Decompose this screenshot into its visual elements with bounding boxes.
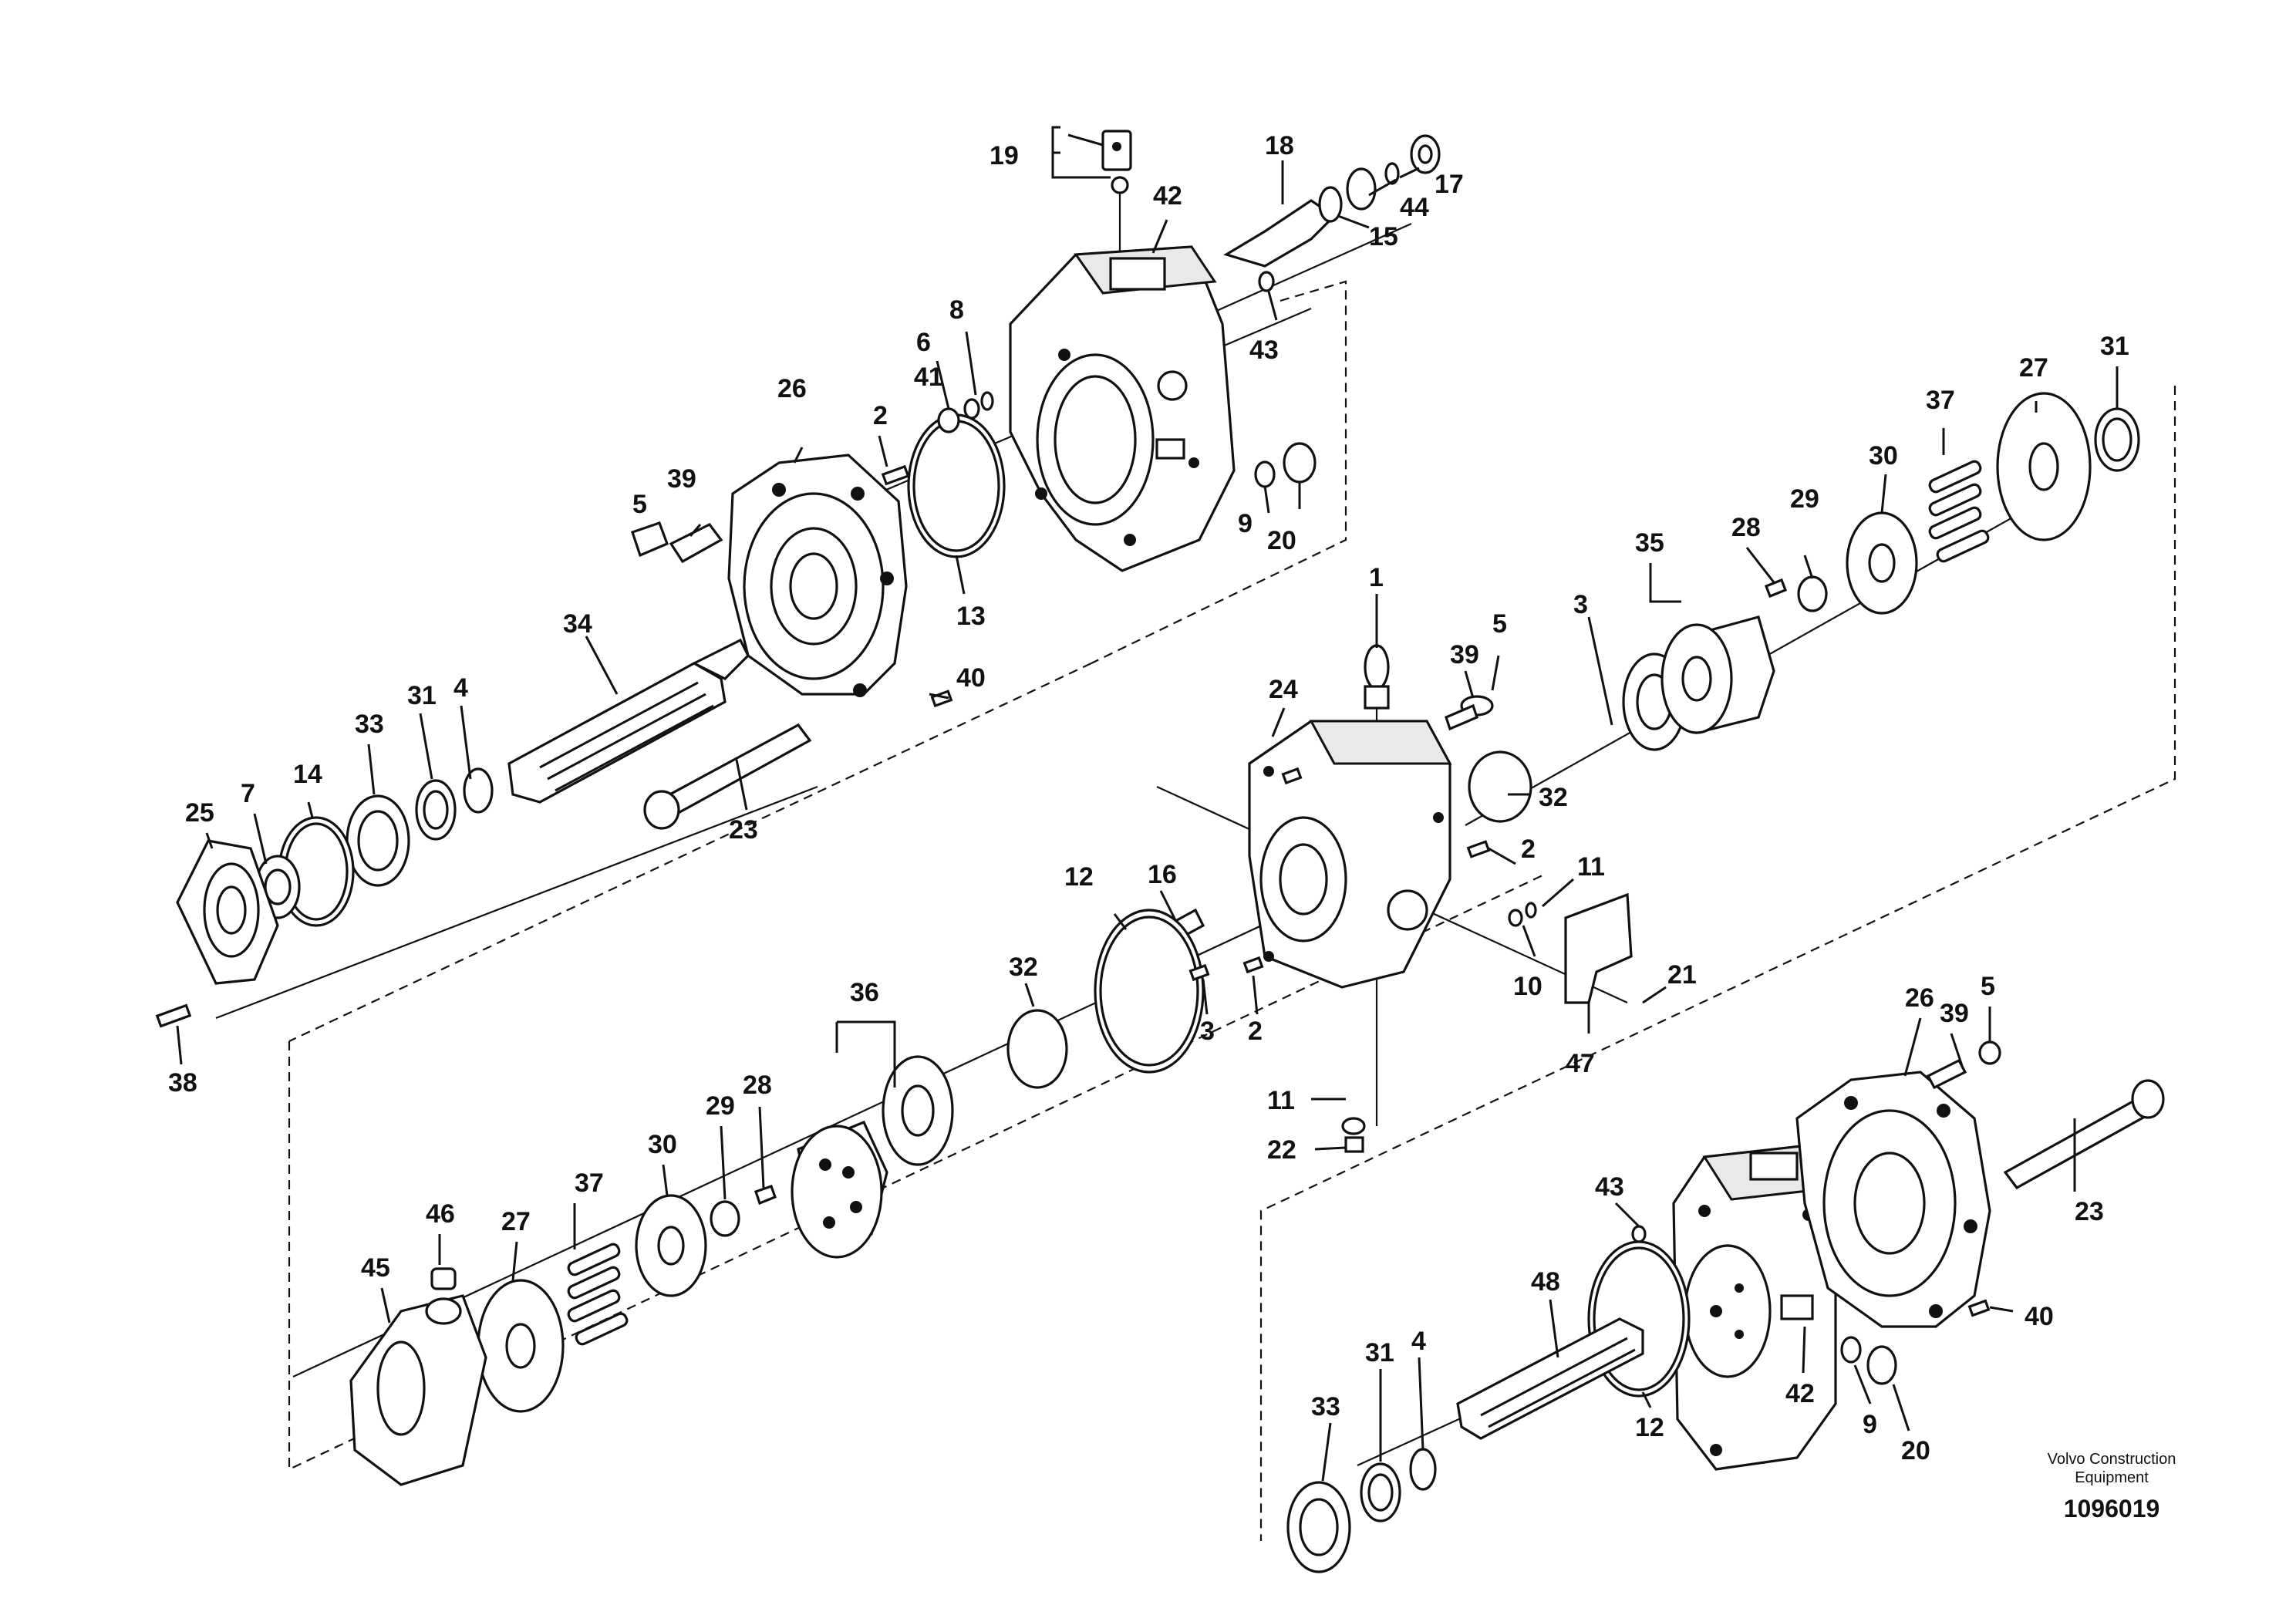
callout-36: 36 [850, 978, 879, 1007]
callout-23: 23 [2075, 1197, 2104, 1226]
regulator-parts [1067, 130, 1441, 268]
callout-43: 43 [1249, 336, 1279, 365]
group-boundary-upper [288, 280, 1347, 1042]
callout-16: 16 [1148, 860, 1177, 889]
callout-labels: 19 18 17 44 15 42 8 6 41 43 26 2 5 39 9 … [168, 131, 2129, 1465]
callout-8: 8 [949, 295, 964, 325]
center-small-parts [1006, 695, 1633, 1153]
callout-4: 4 [1411, 1327, 1426, 1356]
callout-3: 3 [1200, 1017, 1215, 1046]
callout-26: 26 [777, 374, 807, 403]
callout-39: 39 [1450, 640, 1479, 669]
piston-set-right [1928, 460, 1990, 563]
callout-35: 35 [1635, 528, 1664, 558]
drive-shaft-lower [1456, 1317, 1644, 1440]
callout-15: 15 [1369, 222, 1398, 251]
callout-4: 4 [453, 673, 468, 703]
callout-10: 10 [1513, 972, 1542, 1001]
callout-22: 22 [1267, 1135, 1296, 1165]
callout-31: 31 [407, 681, 437, 710]
brand-line-1: Volvo Construction [2048, 1451, 2176, 1468]
bearings-lower [1286, 1448, 1437, 1573]
callout-28: 28 [743, 1071, 772, 1100]
callout-33: 33 [1311, 1392, 1340, 1421]
callout-33: 33 [355, 710, 384, 739]
rotating-group-left [349, 1055, 954, 1486]
callout-13: 13 [956, 602, 986, 631]
callout-7: 7 [241, 779, 255, 808]
callout-21: 21 [1667, 960, 1697, 990]
drive-shaft-upper [507, 638, 750, 804]
callout-37: 37 [575, 1168, 604, 1198]
callout-1: 1 [1369, 563, 1384, 592]
callout-5: 5 [1492, 609, 1507, 639]
callout-2: 2 [873, 401, 888, 430]
callout-38: 38 [168, 1068, 197, 1098]
callout-42: 42 [1153, 181, 1182, 211]
callout-23: 23 [729, 815, 758, 845]
title-block: Volvo Construction Equipment 1096019 [2048, 1451, 2176, 1523]
flange-upper [727, 454, 908, 697]
callout-32: 32 [1539, 783, 1568, 812]
callout-40: 40 [2025, 1302, 2054, 1331]
callout-44: 44 [1400, 193, 1429, 222]
callout-34: 34 [563, 609, 592, 639]
callout-25: 25 [185, 798, 214, 828]
callout-12: 12 [1635, 1413, 1664, 1442]
callout-9: 9 [1863, 1410, 1877, 1439]
callout-39: 39 [667, 464, 696, 494]
callout-19: 19 [990, 141, 1019, 170]
callout-27: 27 [2019, 353, 2048, 383]
callout-30: 30 [648, 1130, 677, 1159]
drawing-number: 1096019 [2064, 1495, 2160, 1523]
bearings-upper-left [155, 767, 494, 1028]
callout-5: 5 [632, 490, 647, 519]
callout-24: 24 [1269, 675, 1298, 704]
callout-41: 41 [914, 363, 943, 392]
callout-27: 27 [501, 1207, 531, 1236]
callout-39: 39 [1940, 999, 1969, 1028]
callout-40: 40 [956, 663, 986, 693]
callout-48: 48 [1531, 1267, 1560, 1297]
callout-6: 6 [916, 328, 931, 357]
callout-12: 12 [1064, 862, 1094, 892]
callout-11: 11 [1577, 852, 1605, 882]
callout-2: 2 [1248, 1017, 1263, 1046]
callout-17: 17 [1435, 170, 1464, 199]
pump-housing-upper [1009, 245, 1236, 572]
leader-lines [176, 126, 2119, 1482]
callout-18: 18 [1265, 131, 1294, 160]
callout-43: 43 [1595, 1172, 1624, 1202]
callout-32: 32 [1009, 953, 1038, 982]
callout-30: 30 [1869, 441, 1898, 470]
callout-5: 5 [1981, 972, 1995, 1001]
brand-line-2: Equipment [2075, 1469, 2149, 1486]
callout-42: 42 [1785, 1379, 1815, 1408]
callout-31: 31 [1365, 1338, 1394, 1367]
callout-29: 29 [1790, 484, 1819, 514]
callout-45: 45 [361, 1253, 390, 1283]
callout-20: 20 [1267, 526, 1296, 555]
callout-46: 46 [426, 1199, 455, 1229]
callout-28: 28 [1731, 513, 1761, 542]
callout-3: 3 [1573, 590, 1588, 619]
flange-lower [1795, 1071, 1991, 1328]
upper-small-parts [630, 271, 1317, 708]
bolt-upper [643, 723, 812, 830]
rotating-group-right [1622, 392, 2140, 751]
callout-14: 14 [293, 760, 322, 789]
callout-31: 31 [2100, 332, 2129, 361]
callout-20: 20 [1901, 1436, 1930, 1465]
callout-47: 47 [1566, 1049, 1595, 1078]
callout-9: 9 [1238, 509, 1253, 538]
group-boundary-lower [288, 386, 2176, 1541]
callout-29: 29 [706, 1091, 735, 1121]
valve-block-center [1248, 644, 1452, 989]
callout-26: 26 [1905, 983, 1934, 1013]
callout-37: 37 [1926, 386, 1955, 415]
callout-11: 11 [1267, 1086, 1295, 1115]
callout-2: 2 [1521, 835, 1536, 864]
piston-set-left [567, 1243, 629, 1346]
